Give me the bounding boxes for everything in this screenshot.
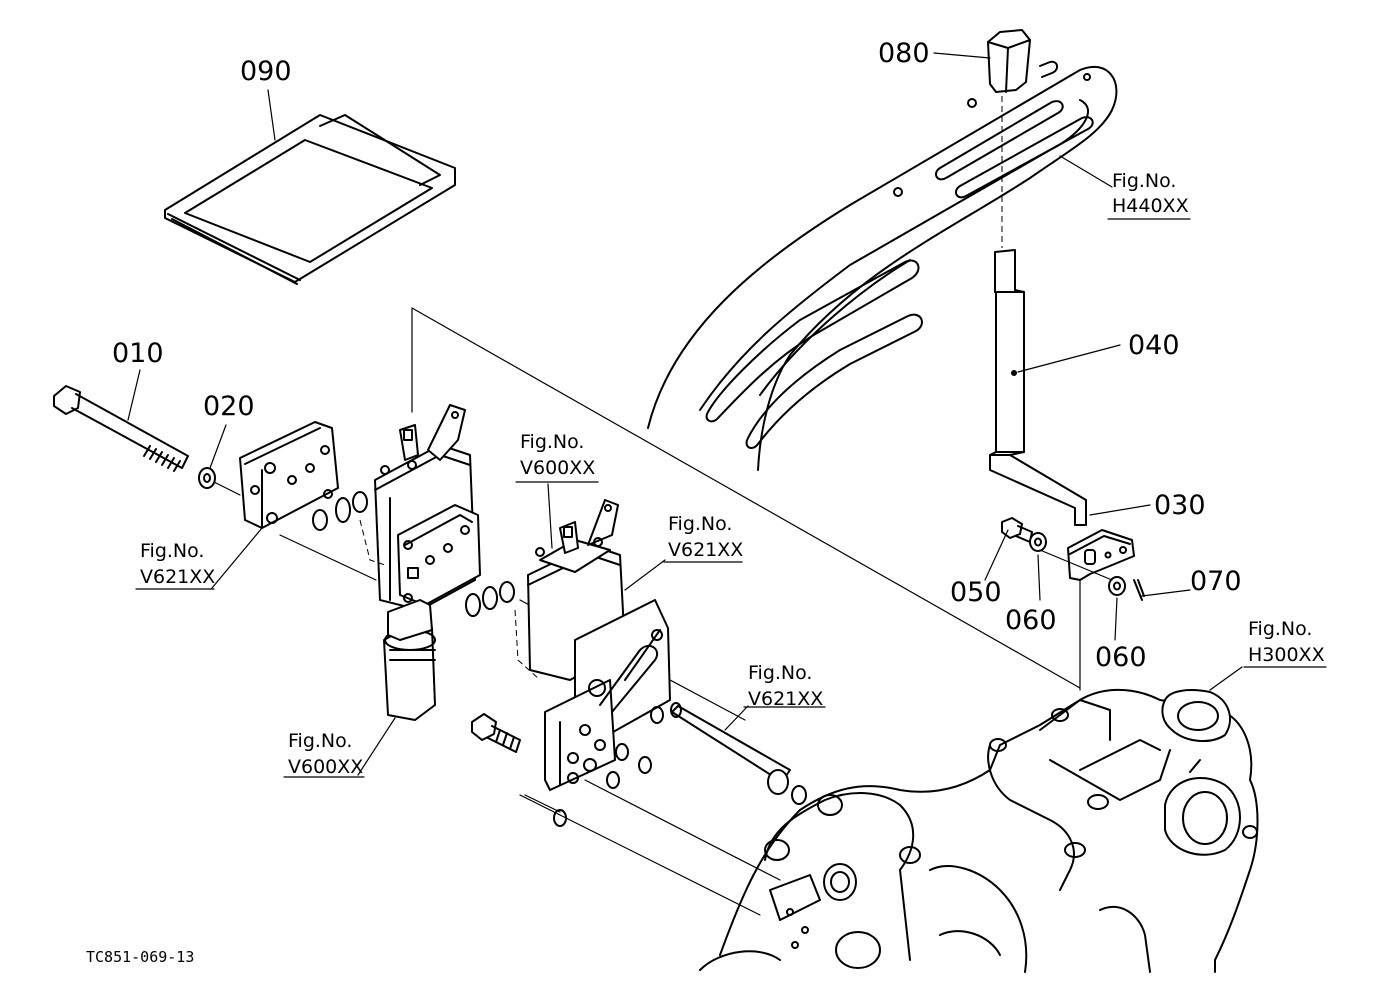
fig-ref-h300-prefix: Fig.No.: [1248, 618, 1312, 640]
callout-080: 080: [878, 38, 930, 69]
fig-ref-h300-code: H300XX: [1248, 644, 1325, 666]
fig-ref-v621-b-prefix: Fig.No.: [140, 540, 204, 562]
figure-references: Fig.No. H440XX Fig.No. V600XX Fig.No. V6…: [135, 170, 1327, 778]
fig-ref-v621-c-code: V621XX: [748, 688, 823, 710]
fig-ref-h440-code: H440XX: [1112, 195, 1189, 217]
drawing-code: TC851-069-13: [86, 948, 194, 966]
o-ring-small-1: [650, 706, 664, 724]
fig-ref-h440-prefix: Fig.No.: [1112, 170, 1176, 192]
lever-bracket: [1067, 529, 1135, 691]
callout-030: 030: [1154, 490, 1206, 521]
fig-ref-v600-a-prefix: Fig.No.: [520, 431, 584, 453]
callout-010: 010: [112, 338, 164, 369]
callout-090: 090: [240, 56, 292, 87]
lever-guide-plate: [647, 60, 1118, 471]
o-rings-middle: [465, 581, 515, 617]
callout-050: 050: [950, 577, 1002, 608]
valve-end-block: [544, 599, 671, 791]
fig-ref-v600-b-code: V600XX: [288, 756, 363, 778]
callout-060a: 060: [1005, 605, 1057, 636]
manual-booklet: [164, 114, 456, 285]
callout-020: 020: [203, 391, 255, 422]
washer-060b: [1108, 576, 1126, 596]
fitting-bolt: [471, 713, 521, 753]
long-bolt-010: [53, 385, 189, 472]
o-ring-small-3: [638, 756, 652, 774]
fig-ref-v621-a-prefix: Fig.No.: [668, 513, 732, 535]
callout-070: 070: [1190, 566, 1242, 597]
control-valve-section-1: [359, 404, 481, 721]
fig-ref-v621-b-code: V621XX: [140, 566, 215, 588]
fig-ref-v621-a-code: V621XX: [668, 539, 743, 561]
callout-labels: 090 080 010 020 040 030 050 060 070 060: [112, 38, 1242, 673]
o-rings-left: [279, 491, 377, 581]
end-plate: [239, 421, 339, 529]
washer-060a: [1029, 532, 1047, 552]
o-ring-small-4: [606, 771, 620, 789]
hydraulic-housing: [699, 688, 1259, 973]
fig-ref-v600-a-code: V600XX: [520, 457, 595, 479]
lever-knob: [987, 29, 1031, 93]
o-ring-small-2: [615, 743, 629, 761]
leader-lines: [127, 52, 1243, 776]
fig-ref-v621-c-prefix: Fig.No.: [748, 662, 812, 684]
fig-ref-v600-b-prefix: Fig.No.: [288, 730, 352, 752]
control-lever: [989, 249, 1087, 526]
washer-020: [198, 467, 216, 489]
callout-040: 040: [1128, 330, 1180, 361]
cotter-pin-070: [1133, 579, 1145, 601]
reference-frame-lines: [411, 307, 1081, 689]
hydraulic-pipe: [670, 702, 807, 805]
bolt-050: [1001, 517, 1033, 543]
callout-060b: 060: [1095, 642, 1147, 673]
